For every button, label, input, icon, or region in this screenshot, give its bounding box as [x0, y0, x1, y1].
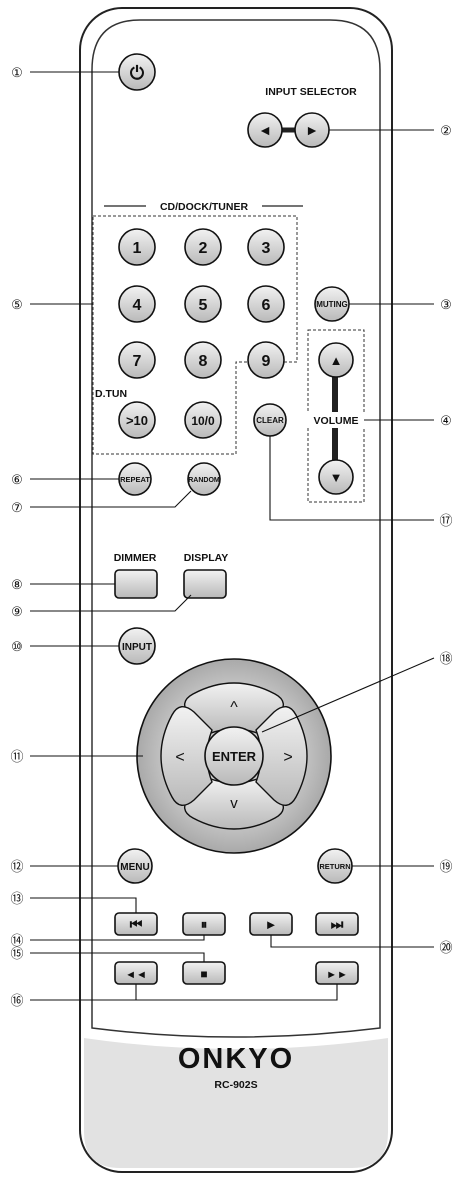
num-9-label: 9 — [262, 353, 271, 370]
callout-9: ⑨ — [11, 604, 23, 619]
previous-track-icon: ⏮ — [130, 916, 143, 932]
down-chevron-icon: v — [230, 795, 238, 812]
num-3-button[interactable] — [247, 228, 285, 266]
num-7-label: 7 — [133, 353, 142, 370]
callout-1: ① — [11, 65, 23, 80]
callout-2: ② — [440, 123, 452, 138]
num-7-button[interactable] — [118, 341, 156, 379]
num-9-button[interactable] — [247, 341, 285, 379]
power-icon: ⏻ — [130, 63, 145, 83]
callout-5: ⑤ — [11, 297, 23, 312]
input-selector-label: INPUT SELECTOR — [265, 86, 357, 98]
callout-17: ⑰ — [439, 513, 452, 528]
direction-pad: ^ v < > ENTER — [136, 658, 332, 854]
play-icon: ► — [265, 917, 278, 932]
volume-up-button[interactable] — [318, 342, 354, 378]
callout-4: ④ — [440, 413, 452, 428]
cd-dock-tuner-label: CD/DOCK/TUNER — [160, 201, 248, 213]
num-10-0-label: 10/0 — [191, 414, 215, 428]
num-5-label: 5 — [199, 297, 208, 314]
callout-8: ⑧ — [11, 577, 23, 592]
volume-down-button[interactable] — [318, 459, 354, 495]
return-label: RETURN — [319, 862, 350, 871]
remote-inner-face — [91, 19, 381, 1038]
num-4-button[interactable] — [118, 285, 156, 323]
stop-icon: ■ — [200, 967, 207, 981]
callout-6: ⑥ — [11, 472, 23, 487]
numeric-keypad: 1 2 3 4 5 6 7 8 9 D.TUN >10 10/0 — [95, 228, 285, 439]
rewind-icon: ◄◄ — [125, 969, 147, 981]
volume-down-icon: ▼ — [330, 470, 343, 485]
num-8-button[interactable] — [184, 341, 222, 379]
random-button[interactable] — [187, 462, 221, 496]
brand-logo: ONKYO — [178, 1043, 294, 1075]
menu-label: MENU — [120, 862, 149, 873]
model-label: RC-902S — [214, 1079, 257, 1091]
num-gt10-label: >10 — [126, 413, 148, 428]
input-label: INPUT — [122, 642, 152, 653]
dpad-left-button[interactable] — [160, 706, 213, 806]
callout-14: ⑭ — [10, 933, 23, 948]
remote-bottom-grip — [84, 1038, 388, 1168]
callout-3: ③ — [440, 297, 452, 312]
dimmer-button[interactable] — [114, 569, 158, 599]
callout-7: ⑦ — [11, 500, 23, 515]
num-5-button[interactable] — [184, 285, 222, 323]
num-1-button[interactable] — [118, 228, 156, 266]
pause-icon: ⏸ — [201, 917, 208, 932]
volume-up-icon: ▲ — [330, 353, 343, 368]
random-label: RANDOM — [188, 477, 220, 484]
numeric-group-outline — [92, 215, 298, 455]
input-selector-left-button[interactable] — [247, 112, 283, 148]
fast-forward-icon: ►► — [326, 969, 348, 981]
clear-label: CLEAR — [256, 416, 284, 425]
callout-10: ⑩ — [11, 639, 23, 654]
volume-label-backdrop — [306, 412, 368, 428]
num-4-label: 4 — [133, 297, 142, 314]
enter-button[interactable] — [204, 726, 264, 786]
callout-leaders — [30, 71, 435, 1001]
volume-label: VOLUME — [314, 415, 359, 427]
callout-16: ⑯ — [10, 993, 23, 1008]
callout-18: ⑱ — [439, 651, 452, 666]
callouts: ① ② ③ ④ ⑤ ⑥ ⑦ ⑧ ⑨ ⑩ ⑪ ⑫ ⑬ ⑭ ⑮ ⑯ ⑰ ⑱ ⑲ ⑳ — [10, 65, 452, 1008]
num-2-label: 2 — [199, 240, 208, 257]
display-button[interactable] — [183, 569, 227, 599]
callout-19: ⑲ — [439, 859, 452, 874]
display-label: DISPLAY — [184, 552, 229, 564]
left-chevron-icon: < — [175, 749, 184, 766]
num-3-label: 3 — [262, 240, 271, 257]
num-10-0-button[interactable] — [184, 401, 222, 439]
callout-13: ⑬ — [10, 891, 23, 906]
callout-12: ⑫ — [10, 859, 23, 874]
num-2-button[interactable] — [184, 228, 222, 266]
next-track-icon: ⏭ — [331, 916, 344, 932]
num-gt10-button[interactable] — [118, 401, 156, 439]
up-chevron-icon: ^ — [230, 699, 238, 716]
right-arrow-icon: ► — [305, 122, 319, 138]
callout-15: ⑮ — [10, 946, 23, 961]
enter-label: ENTER — [212, 749, 257, 764]
num-6-button[interactable] — [247, 285, 285, 323]
num-1-label: 1 — [133, 240, 142, 257]
callout-11: ⑪ — [10, 749, 23, 764]
right-chevron-icon: > — [283, 749, 292, 766]
muting-label: MUTING — [316, 300, 348, 309]
left-arrow-icon: ◄ — [258, 122, 272, 138]
dimmer-label: DIMMER — [114, 552, 157, 564]
repeat-label: REPEAT — [120, 475, 150, 484]
callout-20: ⑳ — [439, 940, 452, 955]
d-tun-label: D.TUN — [95, 388, 127, 400]
next-track-button[interactable] — [315, 912, 359, 936]
dpad-right-button[interactable] — [255, 706, 308, 806]
num-6-label: 6 — [262, 297, 271, 314]
num-8-label: 8 — [199, 353, 208, 370]
